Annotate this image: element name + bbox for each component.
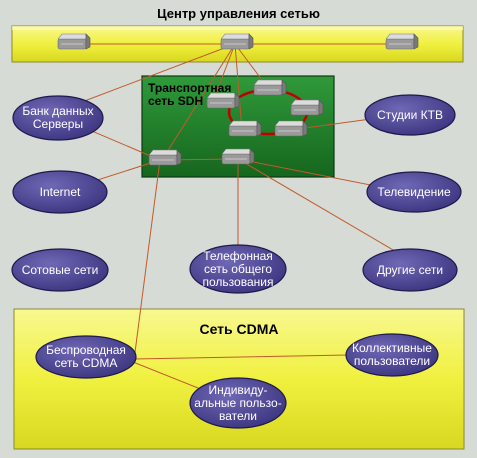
node-collective-users [345, 333, 439, 377]
node-cellular [11, 248, 109, 292]
node-telephone [189, 244, 287, 294]
node-internet [12, 170, 108, 214]
label-internet: Internet [39, 184, 81, 199]
management-center-title: Центр управления сетью [157, 6, 320, 21]
cdma-title: Сеть CDMA [199, 321, 279, 337]
sdh-title: Транспортная сеть SDH [148, 81, 232, 108]
label-television: Телевидение [377, 184, 451, 199]
node-bank-servers [12, 95, 104, 141]
label-cellular: Сотовые сети [21, 262, 99, 277]
label-other-networks: Другие сети [376, 262, 444, 277]
node-other-networks [362, 248, 458, 292]
node-wireless-cdma [35, 335, 137, 379]
node-ktv-studios [364, 94, 456, 136]
label-individual-users: Индивиду-альные пользо-ватели [194, 382, 282, 423]
label-ktv-studios: Студии КТВ [377, 107, 443, 122]
node-television [366, 171, 462, 213]
node-individual-users [189, 377, 287, 429]
